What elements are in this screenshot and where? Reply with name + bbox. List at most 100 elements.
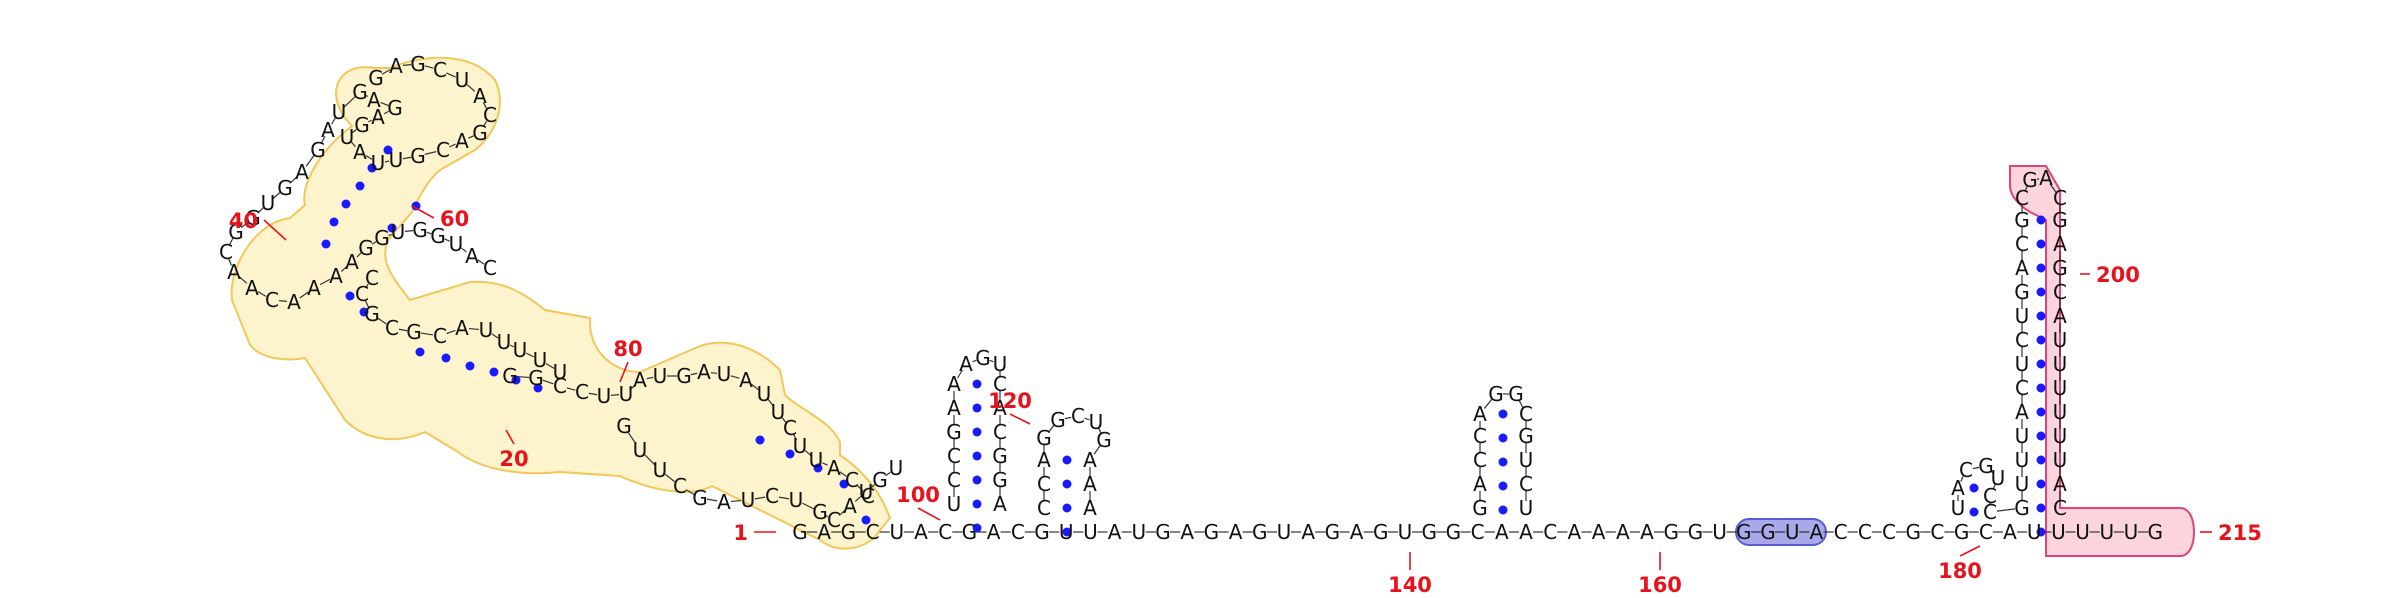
backbone-bond xyxy=(380,101,389,107)
base-pair-dot xyxy=(2036,263,2046,273)
nucleotide: C xyxy=(219,240,233,264)
base-pair-dot xyxy=(1498,457,1508,467)
base-pair-dot xyxy=(1498,433,1508,443)
nucleotide: A xyxy=(959,352,973,376)
base-pair-dot xyxy=(415,347,425,357)
nucleotide: C xyxy=(1473,448,1487,472)
nucleotide: U xyxy=(653,458,668,482)
backbone-bond xyxy=(1047,425,1055,433)
backbone-bond xyxy=(2049,183,2057,193)
backbone-bond xyxy=(730,375,740,379)
nucleotide: A xyxy=(245,276,259,300)
nucleotide: G xyxy=(1736,520,1752,544)
nucleotide: A xyxy=(1592,520,1606,544)
base-pair-dot xyxy=(341,199,351,209)
nucleotide: G xyxy=(310,138,326,162)
nucleotide: U xyxy=(1951,496,1966,520)
nucleotide: G xyxy=(387,96,403,120)
nucleotide: G xyxy=(364,302,380,326)
nucleotide: C xyxy=(433,58,447,82)
nucleotide: G xyxy=(792,520,808,544)
backbone-bond xyxy=(588,392,598,396)
base-pair-dot xyxy=(2036,215,2046,225)
backbone-bond xyxy=(839,471,847,477)
nucleotide: A xyxy=(1473,402,1487,426)
backbone-bond xyxy=(646,376,654,380)
nucleotide: C xyxy=(1011,520,1025,544)
base-pair-dot xyxy=(861,515,871,525)
nucleotide: G xyxy=(1663,520,1679,544)
backbone-bond xyxy=(426,231,432,235)
nucleotide: G xyxy=(410,52,426,76)
nucleotide: G xyxy=(1050,408,1066,432)
backbone-bond xyxy=(1093,445,1101,455)
base-pair-group xyxy=(321,145,2046,537)
nucleotide: G xyxy=(430,224,446,248)
base-pair-dot xyxy=(411,201,421,211)
nucleotide: A xyxy=(2053,472,2067,496)
nucleotide: C xyxy=(2015,186,2029,210)
nucleotide: U xyxy=(2075,520,2090,544)
position-label: 80 xyxy=(613,337,642,361)
backbone-bond xyxy=(424,151,437,155)
nucleotide: G xyxy=(352,80,368,104)
backbone-bond xyxy=(525,352,535,358)
nucleotide: A xyxy=(2053,232,2067,256)
nucleotide: G xyxy=(812,500,828,524)
nucleotide: C xyxy=(1037,472,1051,496)
nucleotide: U xyxy=(513,338,528,362)
backbone-bond xyxy=(461,247,467,253)
nucleotide: U xyxy=(1277,520,1292,544)
backbone-bond xyxy=(446,72,456,78)
nucleotide: U xyxy=(633,438,648,462)
nucleotide: C xyxy=(365,266,379,290)
nucleotide: U xyxy=(1059,520,1074,544)
nucleotide: G xyxy=(374,226,390,250)
nucleotide: U xyxy=(741,488,756,512)
backbone-bond xyxy=(383,110,390,115)
nucleotide: G xyxy=(2052,256,2068,280)
nucleotide: U xyxy=(889,520,904,544)
backbone-bond xyxy=(972,359,977,363)
nucleotide: U xyxy=(717,362,732,386)
nucleotide: A xyxy=(455,129,469,153)
backbone-bond xyxy=(377,317,387,325)
backbone-bond xyxy=(299,291,309,299)
base-pair-dot xyxy=(972,379,982,389)
position-label: 180 xyxy=(1938,559,1982,583)
base-pair-dot xyxy=(2036,503,2046,513)
nucleotide: U xyxy=(332,100,347,124)
backbone-bond xyxy=(320,135,326,145)
base-pair-dot xyxy=(2036,407,2046,417)
backbone-bond xyxy=(1972,466,1980,470)
backbone-bond xyxy=(477,259,485,265)
nucleotide: G xyxy=(1954,520,1970,544)
nucleotide: U xyxy=(2053,400,2068,424)
nucleotide: G xyxy=(1518,424,1534,448)
nucleotide: A xyxy=(307,276,321,300)
nucleotide: U xyxy=(1089,410,1104,434)
nucleotide: C xyxy=(993,420,1007,444)
backbone-bond xyxy=(542,379,554,385)
backbone-bond xyxy=(1992,484,1996,490)
nucleotide: U xyxy=(1991,466,2006,490)
base-pair-dot xyxy=(2036,383,2046,393)
nucleotide: C xyxy=(1858,520,1872,544)
backbone-bond xyxy=(340,266,348,272)
nucleotide: A xyxy=(827,456,841,480)
backbone-bond xyxy=(468,327,480,331)
nucleotide: G xyxy=(1373,520,1389,544)
backbone-bond xyxy=(228,237,234,247)
base-pair-dot xyxy=(1062,503,1072,513)
nucleotide: U xyxy=(533,348,548,372)
backbone-bond xyxy=(402,156,412,160)
label-tick xyxy=(917,507,941,521)
nucleotide: A xyxy=(1083,472,1097,496)
backbone-bond xyxy=(352,128,357,134)
nucleotide: A xyxy=(987,520,1001,544)
base-pair-dot xyxy=(2036,527,2046,537)
label-tick xyxy=(505,429,515,445)
nucleotide: A xyxy=(371,105,385,129)
